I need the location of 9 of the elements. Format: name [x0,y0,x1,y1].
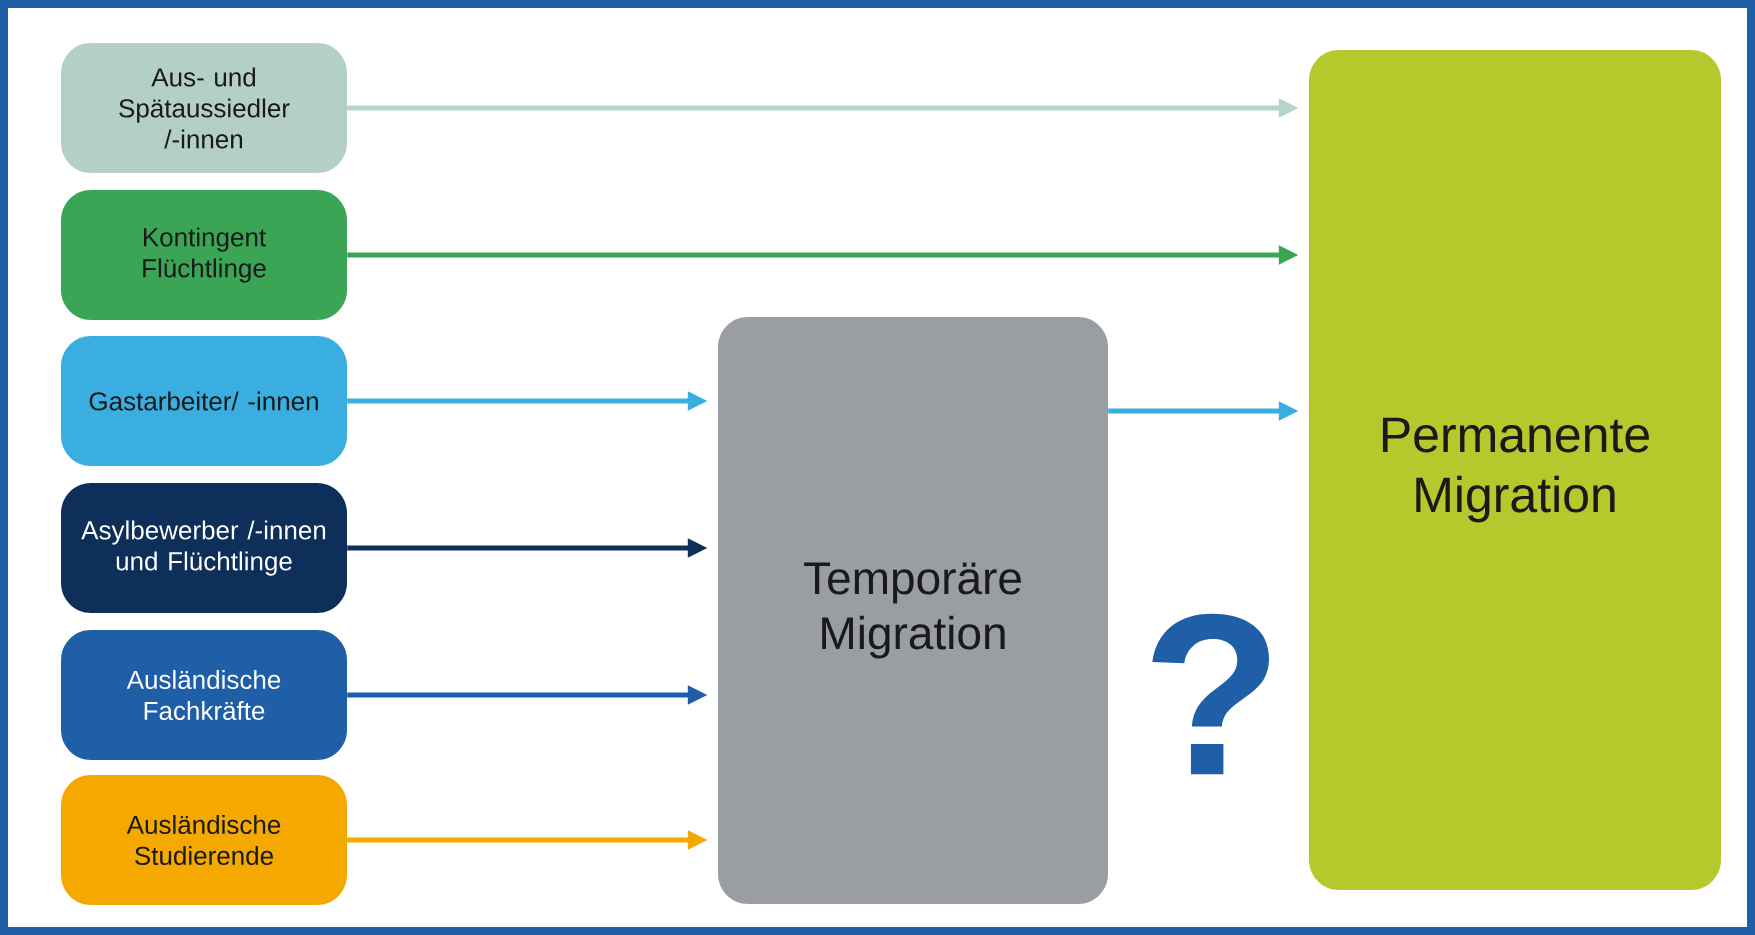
category-box: Kontingent Flüchtlinge [61,190,347,320]
category-box: Gastarbeiter/ -innen [61,336,347,466]
question-mark: ? [1152,613,1269,775]
target-box: Permanente Migration [1309,50,1721,890]
category-box: Ausländische Fachkräfte [61,630,347,760]
category-box: Asylbewerber /-innen und Flüchtlinge [61,483,347,613]
category-box: Ausländische Studierende [61,775,347,905]
category-box: Aus- und Spätaussiedler /-innen [61,43,347,173]
process-box: Temporäre Migration [718,317,1108,904]
